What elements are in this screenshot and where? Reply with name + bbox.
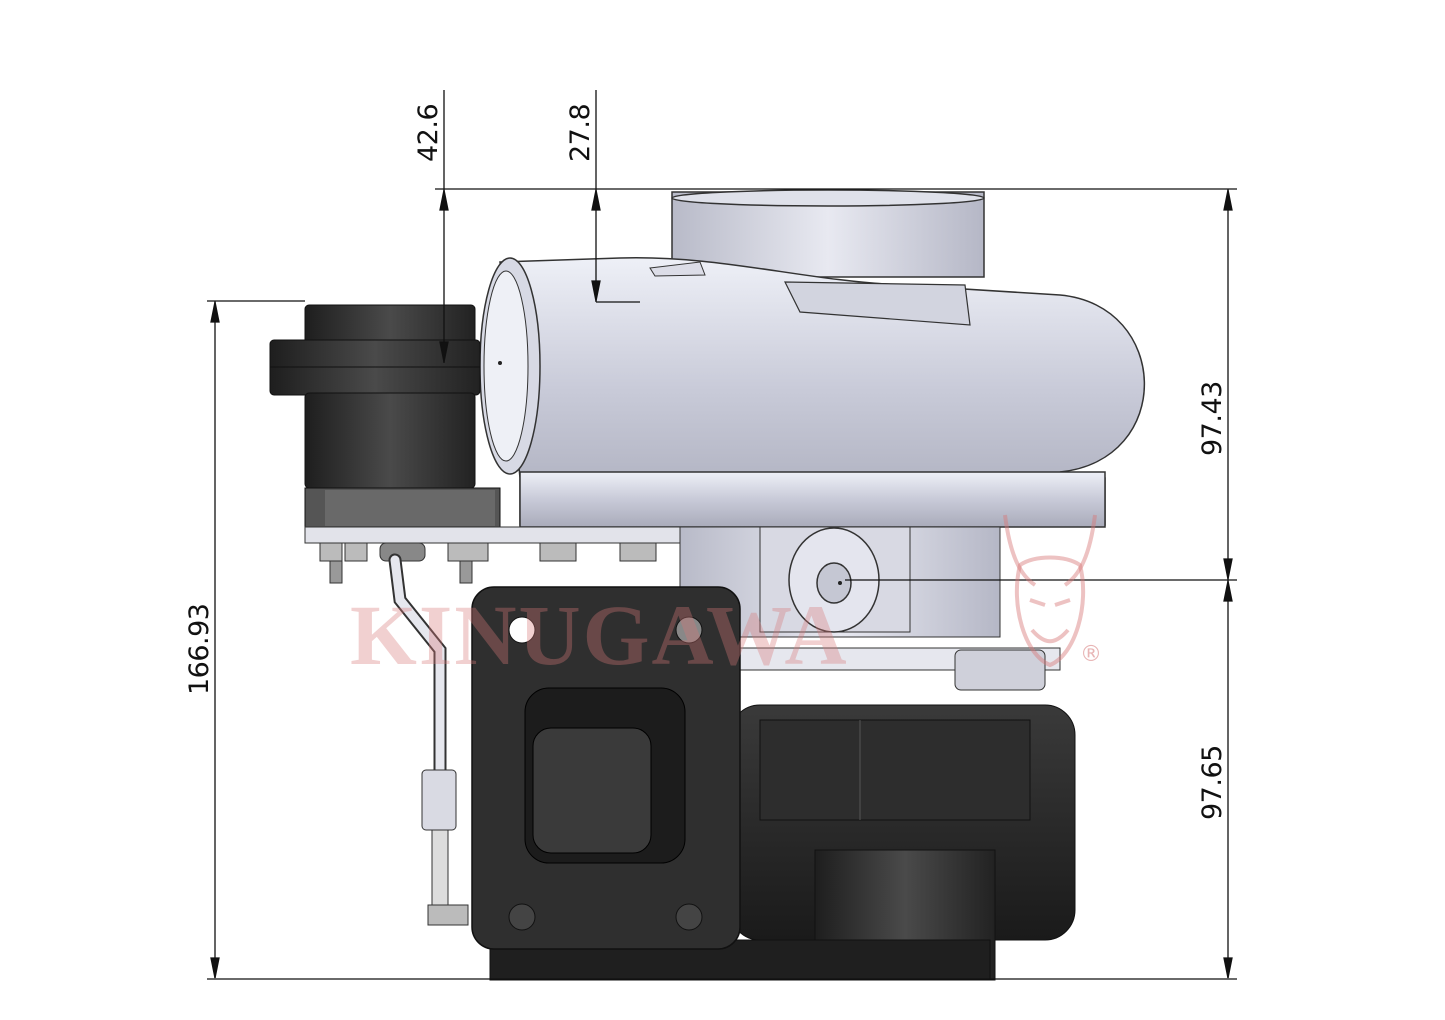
dimension-27-8: 27.8 [565,103,596,162]
dimension-42-6: 42.6 [413,103,444,162]
demon-mask-logo-icon [1003,514,1097,668]
registered-mark: ® [1080,642,1102,667]
dimension-97-65: 97.65 [1197,745,1228,820]
dimension-97-43: 97.43 [1197,381,1228,456]
dimension-lines [207,90,1237,980]
compressor-housing [479,189,1146,528]
turbine-housing [471,586,1076,981]
dimension-166-93: 166.93 [184,603,215,695]
wastegate-actuator [269,304,501,529]
watermark-text: KINUGAWA [350,587,849,683]
